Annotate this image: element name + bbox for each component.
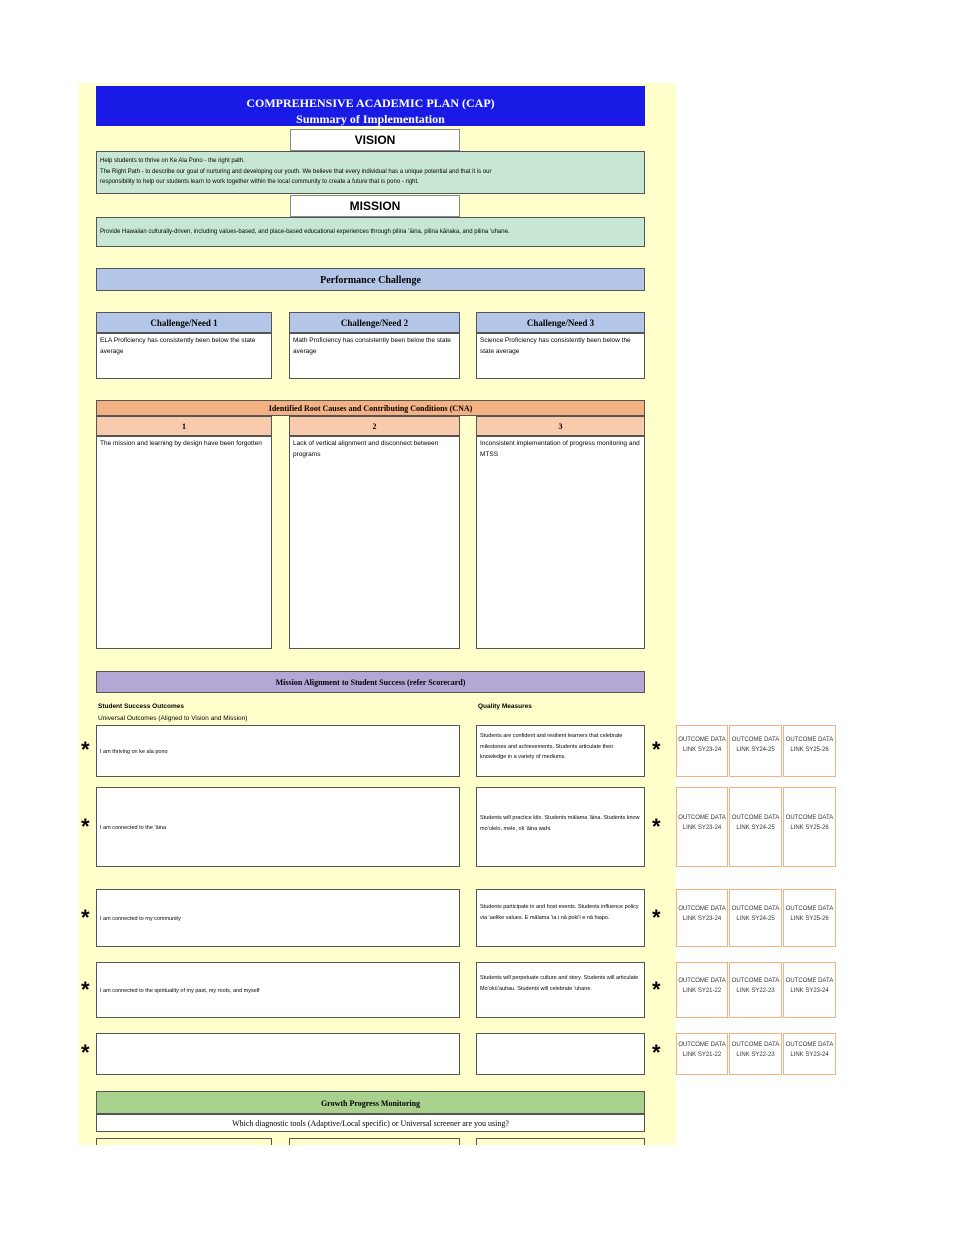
required-star: * bbox=[81, 737, 90, 762]
measure-row-2: Students will practice kilo. Students mā… bbox=[476, 787, 645, 867]
plan-title-banner: COMPREHENSIVE ACADEMIC PLAN (CAP) Summar… bbox=[96, 86, 645, 126]
outcome-data-link[interactable]: OUTCOME DATA LINK SY24-25 bbox=[729, 787, 782, 867]
measure-row-4: Students will perpetuate culture and sto… bbox=[476, 962, 645, 1018]
outcome-row-2: I am connected to the ʻāina bbox=[96, 787, 460, 867]
outcomes-sublabel: Universal Outcomes (Aligned to Vision an… bbox=[98, 715, 248, 722]
outcome-data-link[interactable]: OUTCOME DATA LINK SY23-24 bbox=[676, 889, 728, 947]
growth-column-3 bbox=[476, 1138, 645, 1145]
root-cause-3-text: Inconsistent implementation of progress … bbox=[476, 436, 645, 649]
root-cause-2-text: Lack of vertical alignment and disconnec… bbox=[289, 436, 460, 649]
measures-label: Quality Measures bbox=[478, 703, 532, 710]
vision-text-box: Help students to thrive on Ke Ala Pono -… bbox=[96, 151, 645, 194]
growth-column-2 bbox=[289, 1138, 460, 1145]
outcome-data-link[interactable]: OUTCOME DATA LINK SY21-22 bbox=[676, 962, 728, 1018]
mission-label: MISSION bbox=[290, 195, 460, 217]
growth-monitoring-heading: Growth Progress Monitoring bbox=[96, 1091, 645, 1114]
outcomes-label: Student Success Outcomes bbox=[98, 703, 184, 710]
outcome-row-4: I am connected to the spirituality of my… bbox=[96, 962, 460, 1018]
vision-line: Help students to thrive on Ke Ala Pono -… bbox=[100, 158, 245, 164]
required-star: * bbox=[81, 814, 90, 839]
challenge-3-text: Science Proficiency has consistently bee… bbox=[476, 333, 645, 379]
root-cause-3-num: 3 bbox=[476, 416, 645, 436]
outcome-row-5 bbox=[96, 1033, 460, 1075]
mission-text: Provide Hawaiian culturally-driven, incl… bbox=[100, 229, 510, 235]
outcome-data-link[interactable]: OUTCOME DATA LINK SY25-26 bbox=[783, 889, 836, 947]
root-cause-1-num: 1 bbox=[96, 416, 272, 436]
challenge-2-text: Math Proficiency has consistently been b… bbox=[289, 333, 460, 379]
vision-label: VISION bbox=[290, 129, 460, 151]
plan-subtitle: Summary of Implementation bbox=[296, 112, 445, 126]
mission-alignment-heading: Mission Alignment to Student Success (re… bbox=[96, 671, 645, 693]
outcome-data-link[interactable]: OUTCOME DATA LINK SY24-25 bbox=[729, 889, 782, 947]
required-star: * bbox=[81, 977, 90, 1002]
required-star: * bbox=[652, 977, 661, 1002]
outcome-data-link[interactable]: OUTCOME DATA LINK SY22-23 bbox=[729, 962, 782, 1018]
outcome-data-link[interactable]: OUTCOME DATA LINK SY23-24 bbox=[783, 1033, 836, 1075]
mission-text-box: Provide Hawaiian culturally-driven, incl… bbox=[96, 217, 645, 247]
vision-line: The Right Path - to describe our goal of… bbox=[100, 168, 492, 175]
outcome-data-link[interactable]: OUTCOME DATA LINK SY23-24 bbox=[676, 725, 728, 777]
measure-row-1: Students are confident and resilient lea… bbox=[476, 725, 645, 777]
required-star: * bbox=[652, 814, 661, 839]
required-star: * bbox=[652, 737, 661, 762]
required-star: * bbox=[81, 1040, 90, 1065]
required-star: * bbox=[652, 1040, 661, 1065]
measure-row-3: Students participate in and host events.… bbox=[476, 889, 645, 947]
diagnostic-tools-question: Which diagnostic tools (Adaptive/Local s… bbox=[96, 1114, 645, 1132]
outcome-row-1: I am thriving on ke ala pono bbox=[96, 725, 460, 777]
root-cause-1-text: The mission and learning by design have … bbox=[96, 436, 272, 649]
challenge-3-head: Challenge/Need 3 bbox=[476, 312, 645, 333]
outcome-data-link[interactable]: OUTCOME DATA LINK SY23-24 bbox=[676, 787, 728, 867]
required-star: * bbox=[652, 905, 661, 930]
outcome-data-link[interactable]: OUTCOME DATA LINK SY21-22 bbox=[676, 1033, 728, 1075]
outcome-row-3: I am connected to my community bbox=[96, 889, 460, 947]
outcome-data-link[interactable]: OUTCOME DATA LINK SY25-26 bbox=[783, 787, 836, 867]
challenge-2-head: Challenge/Need 2 bbox=[289, 312, 460, 333]
measure-row-5 bbox=[476, 1033, 645, 1075]
root-cause-2-num: 2 bbox=[289, 416, 460, 436]
performance-challenge-heading: Performance Challenge bbox=[96, 268, 645, 291]
vision-line: responsibility to help our students lear… bbox=[100, 179, 419, 185]
challenge-1-head: Challenge/Need 1 bbox=[96, 312, 272, 333]
outcome-data-link[interactable]: OUTCOME DATA LINK SY22-23 bbox=[729, 1033, 782, 1075]
outcome-data-link[interactable]: OUTCOME DATA LINK SY23-24 bbox=[783, 962, 836, 1018]
plan-title: COMPREHENSIVE ACADEMIC PLAN (CAP) bbox=[246, 96, 495, 110]
outcome-data-link[interactable]: OUTCOME DATA LINK SY25-26 bbox=[783, 725, 836, 777]
growth-column-1 bbox=[96, 1138, 272, 1145]
outcome-data-link[interactable]: OUTCOME DATA LINK SY24-25 bbox=[729, 725, 782, 777]
required-star: * bbox=[81, 905, 90, 930]
challenge-1-text: ELA Proficiency has consistently been be… bbox=[96, 333, 272, 379]
root-causes-heading: Identified Root Causes and Contributing … bbox=[96, 400, 645, 416]
